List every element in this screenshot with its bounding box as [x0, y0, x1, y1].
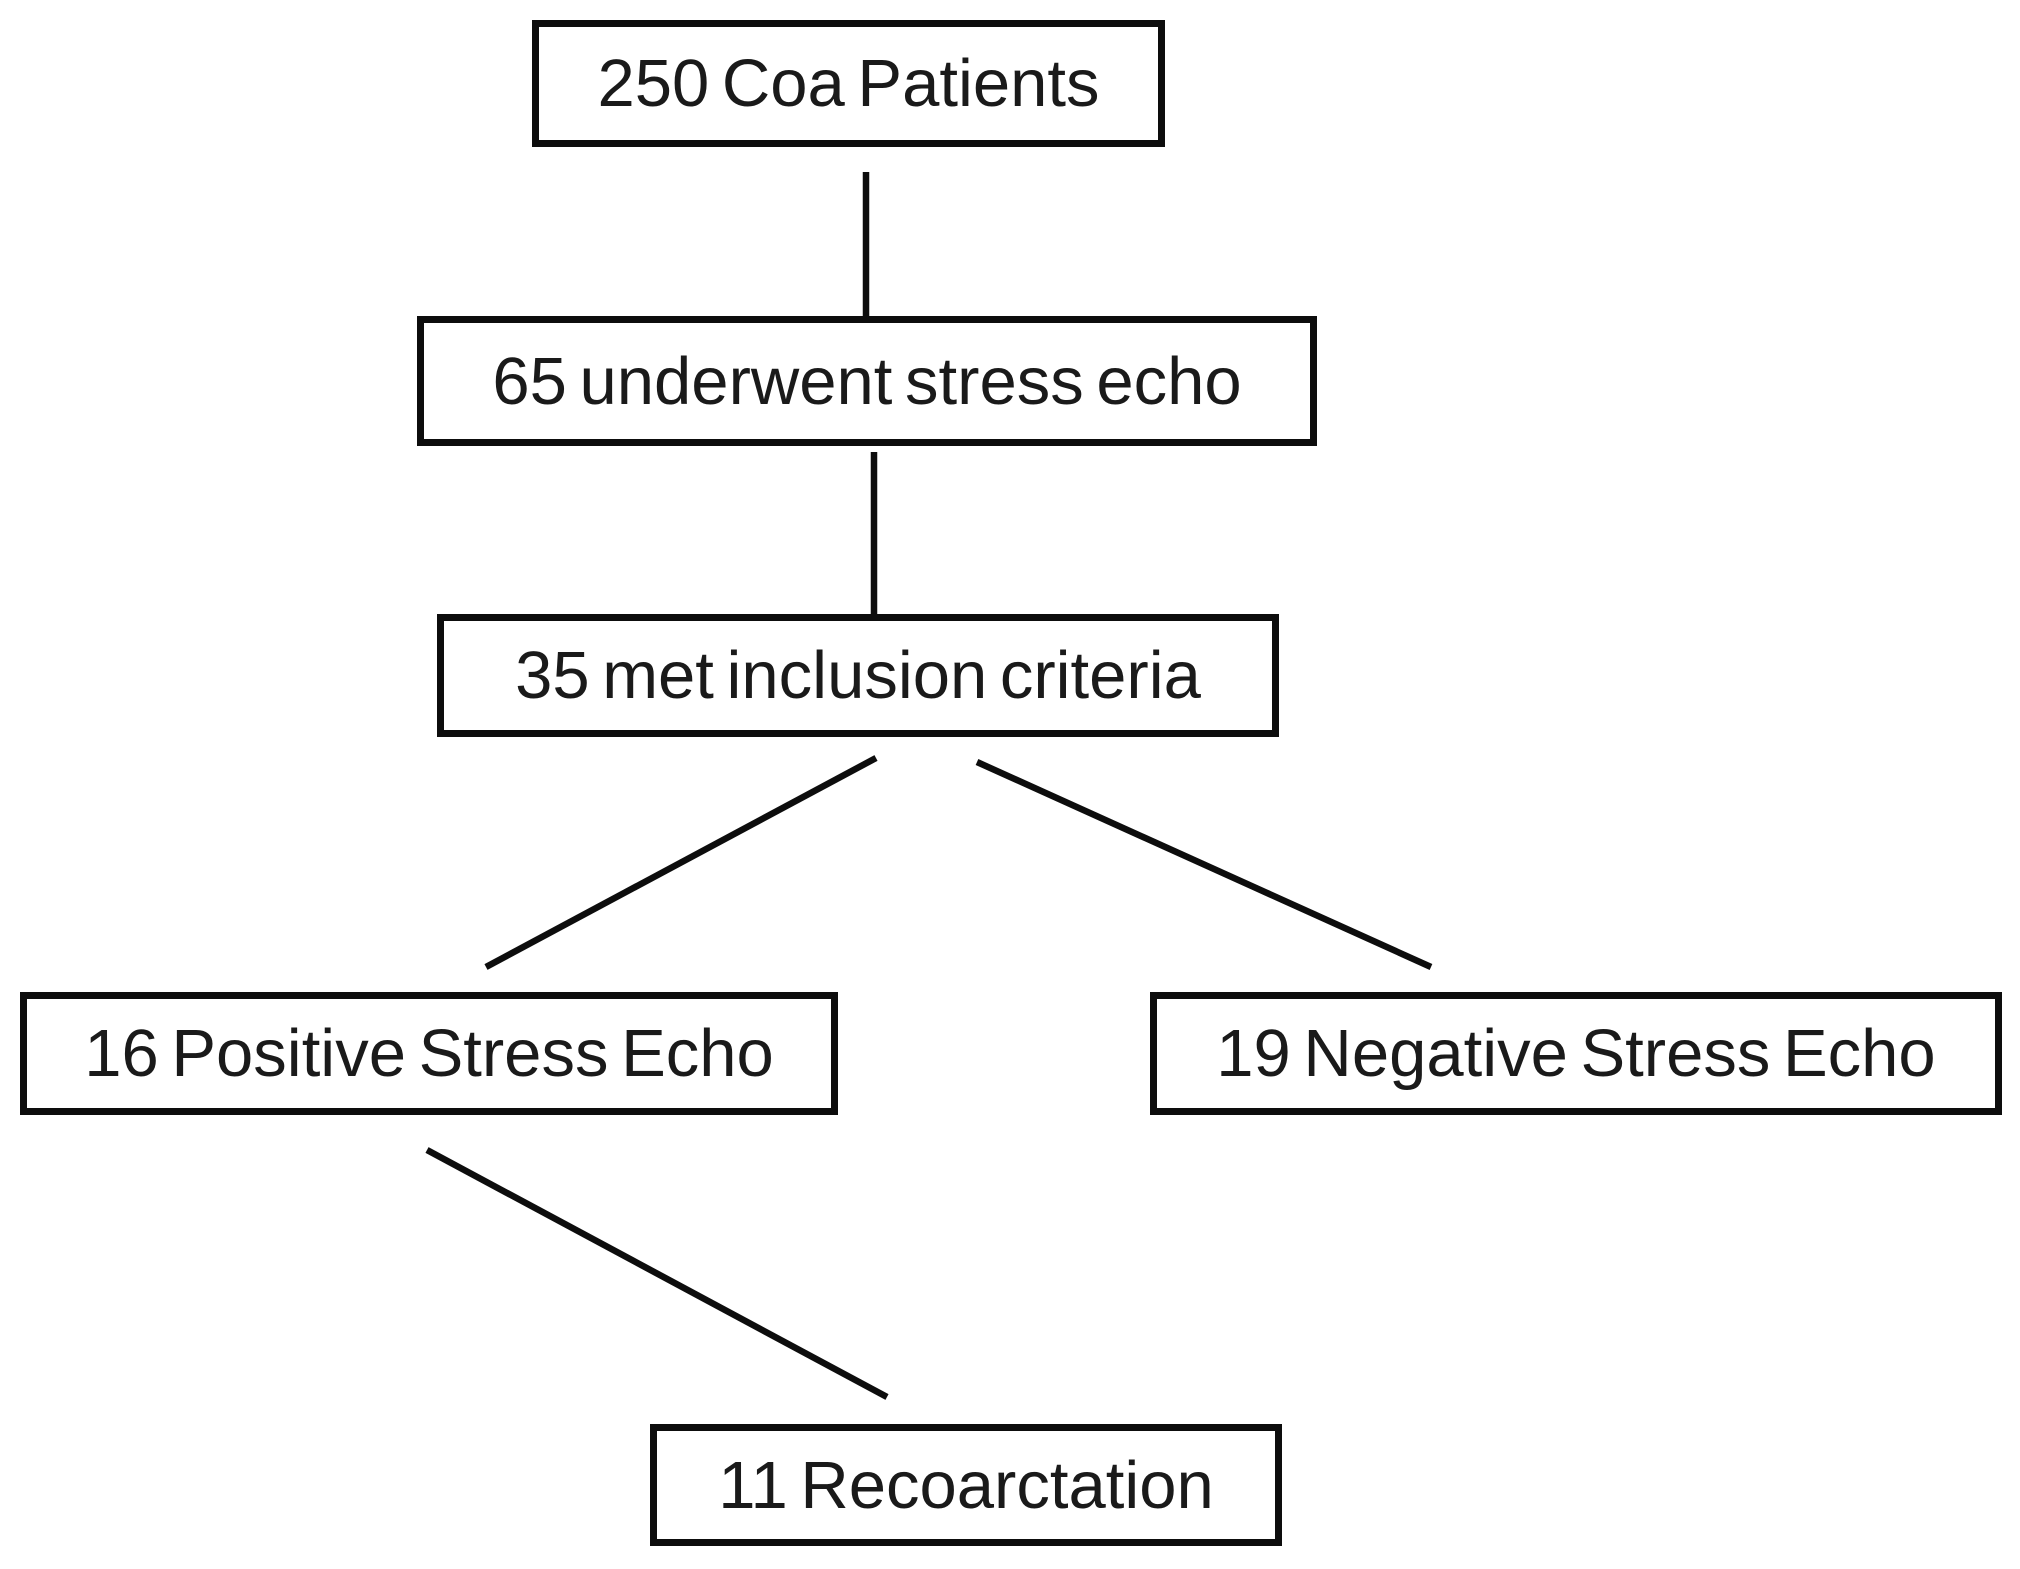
node-coa-patients: 250 Coa Patients: [532, 20, 1165, 147]
node-positive-stress-echo: 16 Positive Stress Echo: [20, 992, 838, 1115]
edge-positive-to-recoarctation: [425, 1147, 889, 1400]
edge-inclusion-to-positive: [484, 755, 878, 970]
node-met-inclusion-criteria: 35 met inclusion criteria: [437, 614, 1279, 737]
node-negative-stress-echo: 19 Negative Stress Echo: [1150, 992, 2002, 1115]
node-underwent-stress-echo: 65 underwent stress echo: [417, 316, 1317, 446]
node-recoarctation: 11 Recoarctation: [650, 1424, 1282, 1546]
edge-inclusion-to-negative: [975, 759, 1433, 970]
